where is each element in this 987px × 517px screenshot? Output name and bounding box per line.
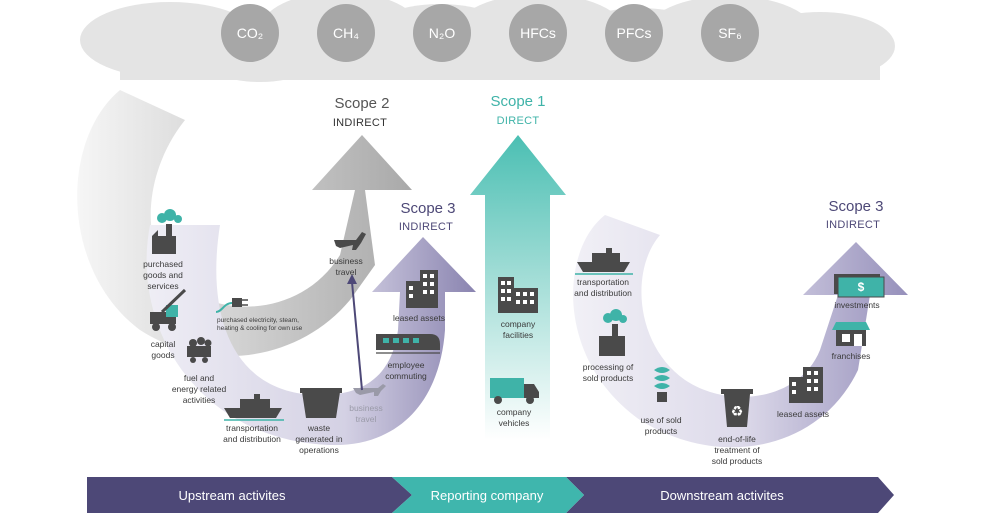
gas-circle-co2 [221,4,279,62]
scope3-upstream-heading: Scope 3 INDIRECT [399,200,456,233]
downstream-band-label: Downstream activites [660,488,784,503]
gas-circle-hfcs [509,4,567,62]
label-purchased-goods-3: services [147,281,178,291]
scope3-upstream-arrow [146,225,476,446]
label-fuel-energy-3: activities [183,395,216,405]
label-fuel-energy-2: energy related [172,384,227,394]
label-employee-commuting-1: employee [388,360,425,370]
recycle-bin-icon: ♻ [721,389,753,427]
storefront-icon [832,322,870,346]
company-building-icon [498,277,538,313]
crane-truck-icon [150,288,187,331]
label-end-of-life-2: treatment of [714,445,760,455]
upstream-band [87,477,412,513]
label-capital-goods-2: goods [151,350,174,360]
airplane-faded-icon [353,384,386,396]
leased-building-icon [789,367,823,403]
label-purchased-goods-1: purchased [143,259,183,269]
label-use-of-products-1: use of sold [640,415,681,425]
label-business-travel-1: business [329,256,363,266]
gas-label-co2: CO₂ [237,25,263,41]
scope1-subtitle: DIRECT [497,115,540,127]
coal-cart-icon [187,337,212,363]
scope2-subtitle: INDIRECT [333,117,387,129]
label-upstream-leased-assets: leased assets [393,313,445,323]
upstream-band-label: Upstream activites [179,488,286,503]
label-franchises: franchises [832,351,871,361]
label-upstream-transport-1: transportation [226,423,278,433]
label-company-facilities-1: company [501,319,536,329]
gas-circle-pfcs [605,4,663,62]
gas-label-sf6: SF₆ [718,25,742,41]
downstream-band [566,477,894,513]
scope3-downstream-arrow [573,215,908,448]
label-downstream-transport-2: and distribution [574,288,632,298]
greenhouse-gases: CO₂ CH₄ N₂O HFCs PFCs SF₆ [221,4,759,62]
label-processing-2: sold products [583,373,634,383]
label-fuel-energy-1: fuel and [184,373,215,383]
smoke-cloud-icon [157,209,182,223]
label-employee-commuting-2: commuting [385,371,427,381]
svg-text:♻: ♻ [731,404,744,420]
label-upstream-transport-2: and distribution [223,434,281,444]
label-downstream-leased-assets: leased assets [777,409,829,419]
gas-label-pfcs: PFCs [617,25,652,41]
label-company-vehicles-1: company [497,407,532,417]
ship-downstream-icon [575,248,633,275]
cloud-band [80,0,895,82]
label-end-of-life-1: end-of-life [718,434,756,444]
label-purchased-electricity-1: purchased electricity, steam, [217,317,299,324]
train-icon [376,334,440,354]
scope3-downstream-subtitle: INDIRECT [826,219,880,231]
label-end-of-life-3: sold products [712,456,763,466]
gas-label-hfcs: HFCs [520,25,556,41]
scope3-upstream-subtitle: INDIRECT [399,221,453,233]
gas-label-n2o: N₂O [429,25,456,41]
scope2-title: Scope 2 [334,95,389,112]
label-downstream-transport-1: transportation [577,277,629,287]
label-investments: investments [834,300,879,310]
label-company-facilities-2: facilities [503,330,533,340]
factory-icon [152,224,176,254]
svg-text:$: $ [858,280,865,294]
value-chain-band: Upstream activites Reporting company Dow… [87,477,894,513]
gas-circle-n2o [413,4,471,62]
reporting-band-label: Reporting company [431,488,544,503]
label-processing-1: processing of [583,362,634,372]
label-use-of-products-2: products [645,426,678,436]
scope1-title: Scope 1 [490,93,545,110]
business-travel-connector [351,281,363,391]
scope3-downstream-title: Scope 3 [828,198,883,215]
label-company-vehicles-2: vehicles [499,418,530,428]
label-waste-2: generated in [295,434,343,444]
business-travel-connector-head [347,274,357,284]
money-icon: $ [834,274,885,298]
scope1-arrow [470,135,566,440]
label-purchased-electricity-2: heating & cooling for own use [217,325,303,332]
scope2-heading: Scope 2 INDIRECT [333,95,390,129]
office-building-icon [406,270,438,308]
label-purchased-goods-2: goods and [143,270,183,280]
dumpster-icon [300,388,342,418]
light-bulb-icon [654,367,670,402]
electric-plug-icon [215,298,248,313]
label-business-travel-2: travel [336,267,357,277]
airplane-icon [334,232,366,250]
factory-downstream-icon [599,309,627,356]
label-capital-goods-1: capital [151,339,176,349]
label-waste-1: waste [307,423,330,433]
scope3-downstream-heading: Scope 3 INDIRECT [826,198,884,231]
reporting-band [392,477,584,513]
scope3-upstream-title: Scope 3 [400,200,455,217]
label-waste-3: operations [299,445,339,455]
label-business-travel-faded-1: business [349,403,383,413]
truck-icon [490,378,539,404]
gas-label-ch4: CH₄ [333,25,359,41]
ship-icon [224,394,284,421]
gas-circle-ch4 [317,4,375,62]
label-business-travel-faded-2: travel [356,414,377,424]
scope1-heading: Scope 1 DIRECT [490,93,545,127]
gas-circle-sf6 [701,4,759,62]
